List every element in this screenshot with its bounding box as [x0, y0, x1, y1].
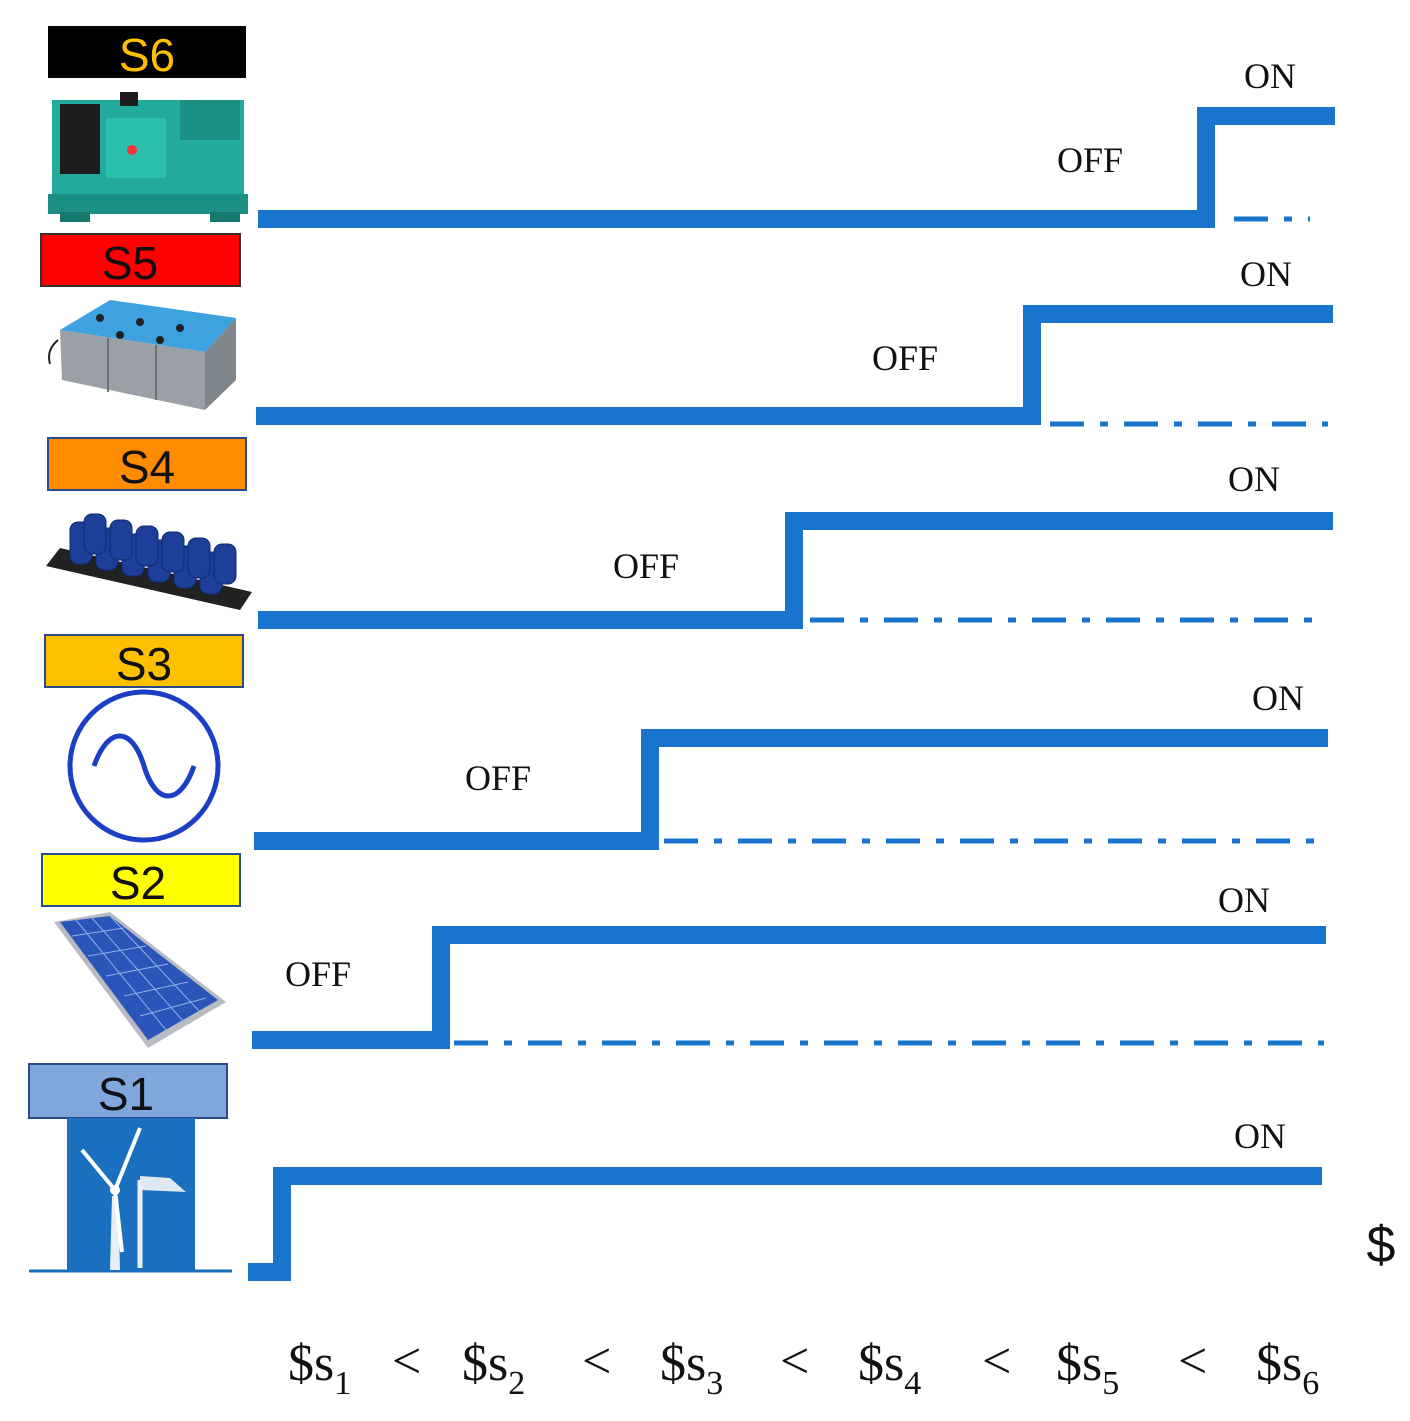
trace-s6 [258, 107, 1335, 228]
on-label-s1: ON [1234, 1116, 1286, 1156]
formula-op-1: < [392, 1333, 421, 1390]
formula-sub-1: 1 [334, 1365, 351, 1402]
formula-term-3: $s [660, 1335, 706, 1392]
row-s4: S4 OFF ON [46, 437, 1333, 629]
badge-s5-label: S5 [102, 237, 158, 289]
on-label-s4: ON [1228, 459, 1280, 499]
badge-s4 [47, 437, 247, 491]
off-label-s2: OFF [285, 954, 351, 994]
row-s5: S5 OFF ON [40, 233, 1333, 427]
badge-s2 [41, 853, 241, 907]
ac-grid-icon [67, 689, 221, 843]
svg-text:$s4: $s4 [858, 1335, 921, 1402]
off-label-s4: OFF [613, 546, 679, 586]
off-label-s3: OFF [465, 758, 531, 798]
formula-term-1: $s [288, 1335, 334, 1392]
trace-s5 [256, 305, 1333, 425]
badge-s4-label: S4 [119, 441, 175, 493]
on-label-s6: ON [1244, 56, 1296, 96]
badge-s6 [48, 26, 246, 78]
formula-op-3: < [780, 1333, 809, 1390]
formula-sub-6: 6 [1302, 1365, 1319, 1402]
badge-s3 [44, 634, 244, 688]
formula-sub-2: 2 [508, 1365, 525, 1402]
formula-sub-5: 5 [1102, 1365, 1119, 1402]
cost-axis-label: $ [1367, 1216, 1396, 1274]
formula-term-4: $s [858, 1335, 904, 1392]
formula-term-6: $s [1256, 1335, 1302, 1392]
formula-sub-3: 3 [706, 1365, 723, 1402]
off-label-s6: OFF [1057, 140, 1123, 180]
diesel-generator-icon [48, 92, 248, 222]
formula-sub-4: 4 [904, 1365, 921, 1402]
cost-order-formula: $s1 < $s2 < $s3 < $s4 < $s5 < $s6 [288, 1333, 1319, 1402]
row-s2: S2 OFF ON [41, 853, 1326, 1049]
on-label-s3: ON [1252, 678, 1304, 718]
solar-panel-icon [54, 912, 226, 1048]
formula-op-2: < [582, 1333, 611, 1390]
row-s6: S6 OFF ON [48, 26, 1335, 228]
formula-op-4: < [982, 1333, 1011, 1390]
trace-s3 [254, 729, 1328, 850]
svg-text:$s2: $s2 [462, 1335, 525, 1402]
trace-s2 [252, 926, 1326, 1049]
row-s1: S1 ON [28, 1063, 1322, 1281]
formula-op-5: < [1178, 1333, 1207, 1390]
wind-turbine-icon [29, 1118, 232, 1273]
badge-s3-label: S3 [116, 638, 172, 690]
formula-term-2: $s [462, 1335, 508, 1392]
badge-s1-label: S1 [98, 1068, 154, 1120]
row-s3: S3 OFF ON [44, 634, 1328, 850]
svg-text:$s3: $s3 [660, 1335, 723, 1402]
supercapacitor-bank-icon [46, 513, 252, 610]
svg-text:$s6: $s6 [1256, 1335, 1319, 1402]
svg-text:$s5: $s5 [1056, 1335, 1119, 1402]
off-label-s5: OFF [872, 338, 938, 378]
trace-s4 [258, 512, 1333, 629]
svg-text:$s1: $s1 [288, 1335, 351, 1402]
formula-term-5: $s [1056, 1335, 1102, 1392]
on-label-s5: ON [1240, 254, 1292, 294]
badge-s5 [40, 233, 241, 287]
on-label-s2: ON [1218, 880, 1270, 920]
badge-s2-label: S2 [110, 857, 166, 909]
badge-s6-label: S6 [119, 29, 175, 81]
trace-s1 [248, 1167, 1322, 1281]
battery-bank-icon [48, 300, 236, 410]
